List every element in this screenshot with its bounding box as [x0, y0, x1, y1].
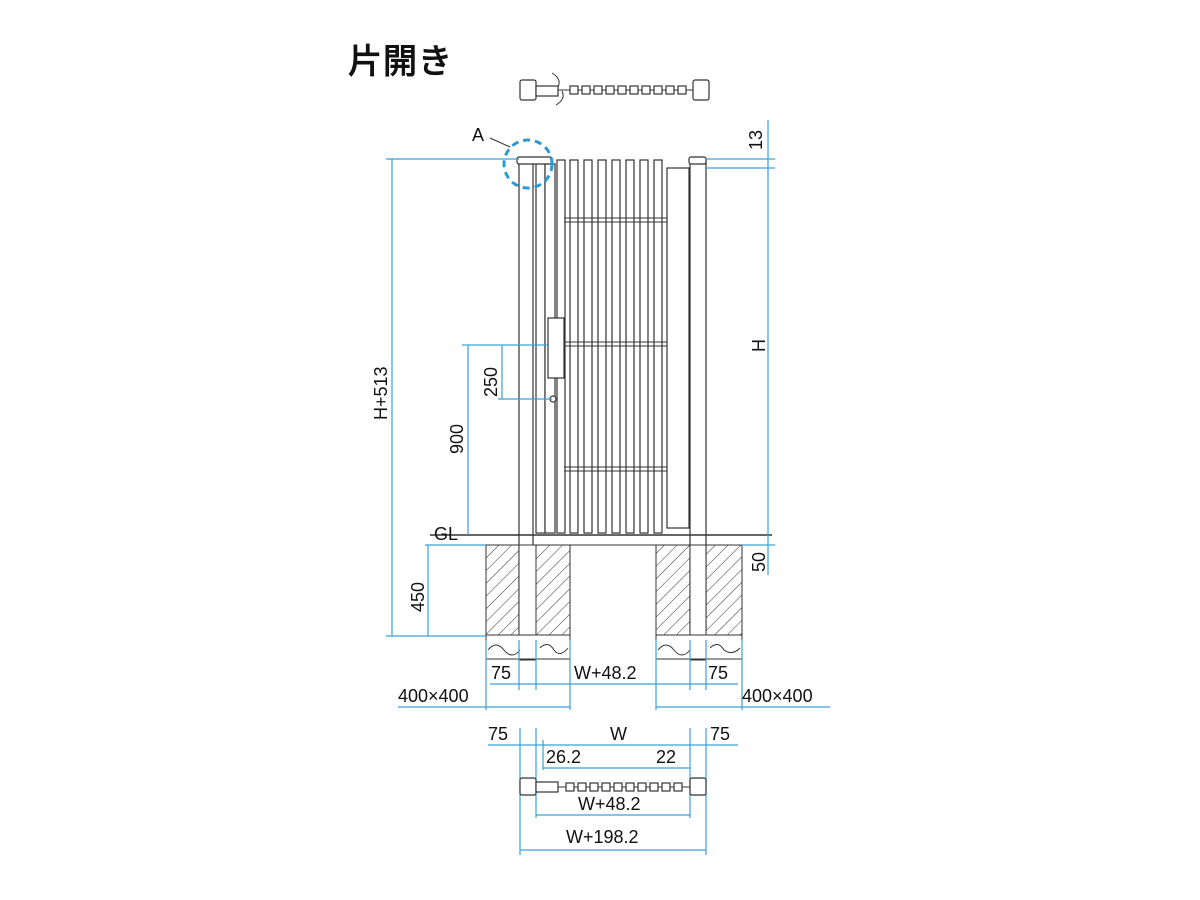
dim-plan-inner: W+48.2 — [578, 794, 641, 814]
chain-link — [581, 85, 591, 95]
dimension-lines — [386, 120, 830, 855]
top-plan-view-small — [519, 72, 710, 106]
dim-height: H — [749, 339, 769, 352]
dim-handle: 250 — [481, 367, 501, 397]
dim-lock-height: 900 — [447, 424, 467, 454]
front-elevation — [430, 156, 772, 632]
chain-link — [613, 782, 623, 792]
hinge-stile — [535, 158, 546, 534]
foundations — [485, 544, 743, 661]
dim-plan-right-clear: 22 — [656, 747, 676, 767]
page-title: 片開き — [348, 42, 453, 82]
chain-link — [665, 85, 675, 95]
dim-gate-width: W+48.2 — [574, 663, 637, 683]
dim-plan-post-left: 75 — [488, 724, 508, 744]
chain-link — [617, 85, 627, 95]
chain-link — [569, 85, 579, 95]
callout-a-label: A — [472, 125, 484, 145]
dim-total-height: H+513 — [371, 366, 391, 420]
bottom-plan-view — [519, 777, 707, 796]
dim-plan-total: W+198.2 — [566, 827, 639, 847]
dim-top-gap: 13 — [746, 130, 766, 150]
handle — [547, 317, 565, 379]
chain-link — [625, 782, 635, 792]
chain-link — [649, 782, 659, 792]
dim-post-right: 75 — [708, 663, 728, 683]
dim-plan-post-right: 75 — [710, 724, 730, 744]
chain-link — [673, 782, 683, 792]
dim-plan-left-clear: 26.2 — [546, 747, 581, 767]
ground-label: GL — [434, 524, 458, 544]
chain-link — [629, 85, 639, 95]
dim-foundation-depth: 450 — [408, 582, 428, 612]
dim-plan-w: W — [610, 724, 627, 744]
callout-a-circle — [502, 138, 554, 190]
chain-link — [661, 782, 671, 792]
chain-link — [677, 85, 687, 95]
dim-bottom-gap: 50 — [749, 552, 769, 572]
dim-foundation-right: 400×400 — [742, 686, 813, 706]
chain-link — [605, 85, 615, 95]
dim-foundation-left: 400×400 — [398, 686, 469, 706]
chain-link — [565, 782, 575, 792]
dim-post-left: 75 — [491, 663, 511, 683]
chain-link — [601, 782, 611, 792]
chain-link — [589, 782, 599, 792]
chain-link — [637, 782, 647, 792]
chain-link — [641, 85, 651, 95]
chain-link — [653, 85, 663, 95]
chain-link — [577, 782, 587, 792]
chain-link — [593, 85, 603, 95]
